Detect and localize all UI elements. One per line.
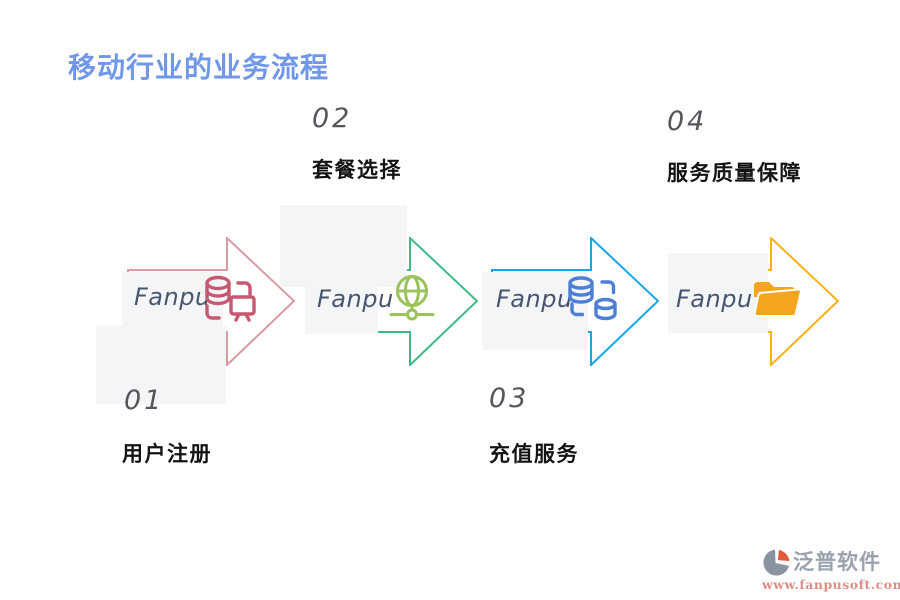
footer-url: www.fanpusoft.com: [762, 577, 900, 592]
brand-watermark: Fanpu: [317, 285, 394, 313]
globe-network-icon: [389, 275, 435, 321]
fanpu-logo-icon: [763, 549, 790, 576]
step-number: 04: [667, 106, 708, 137]
step-label: 用户注册: [122, 441, 212, 466]
page-title: 移动行业的业务流程: [68, 51, 330, 84]
background-block: [280, 205, 407, 287]
database-pair-icon: [568, 276, 617, 321]
step-label: 套餐选择: [312, 157, 402, 182]
background-block: [668, 253, 768, 333]
folder-front: [753, 288, 801, 317]
open-folder-icon: [753, 282, 801, 317]
background-block: [96, 326, 226, 404]
logo-gray-swirl: [763, 549, 790, 576]
step-label: 充值服务: [489, 441, 579, 466]
brand-watermark: Fanpu: [134, 283, 211, 311]
brand-watermark: Fanpu: [676, 285, 753, 313]
database-monitor-icon: [205, 275, 256, 322]
step-label: 服务质量保障: [667, 160, 802, 185]
logo-orange-leaf: [777, 549, 790, 562]
background-block: [305, 283, 378, 334]
brand-watermark: Fanpu: [496, 285, 573, 313]
step-number: 02: [312, 103, 353, 134]
step-number: 03: [489, 383, 530, 414]
step-number: 01: [124, 385, 165, 416]
footer-brand-name: 泛普软件: [793, 549, 881, 574]
footer-logo: 泛普软件 www.fanpusoft.com: [762, 549, 900, 592]
